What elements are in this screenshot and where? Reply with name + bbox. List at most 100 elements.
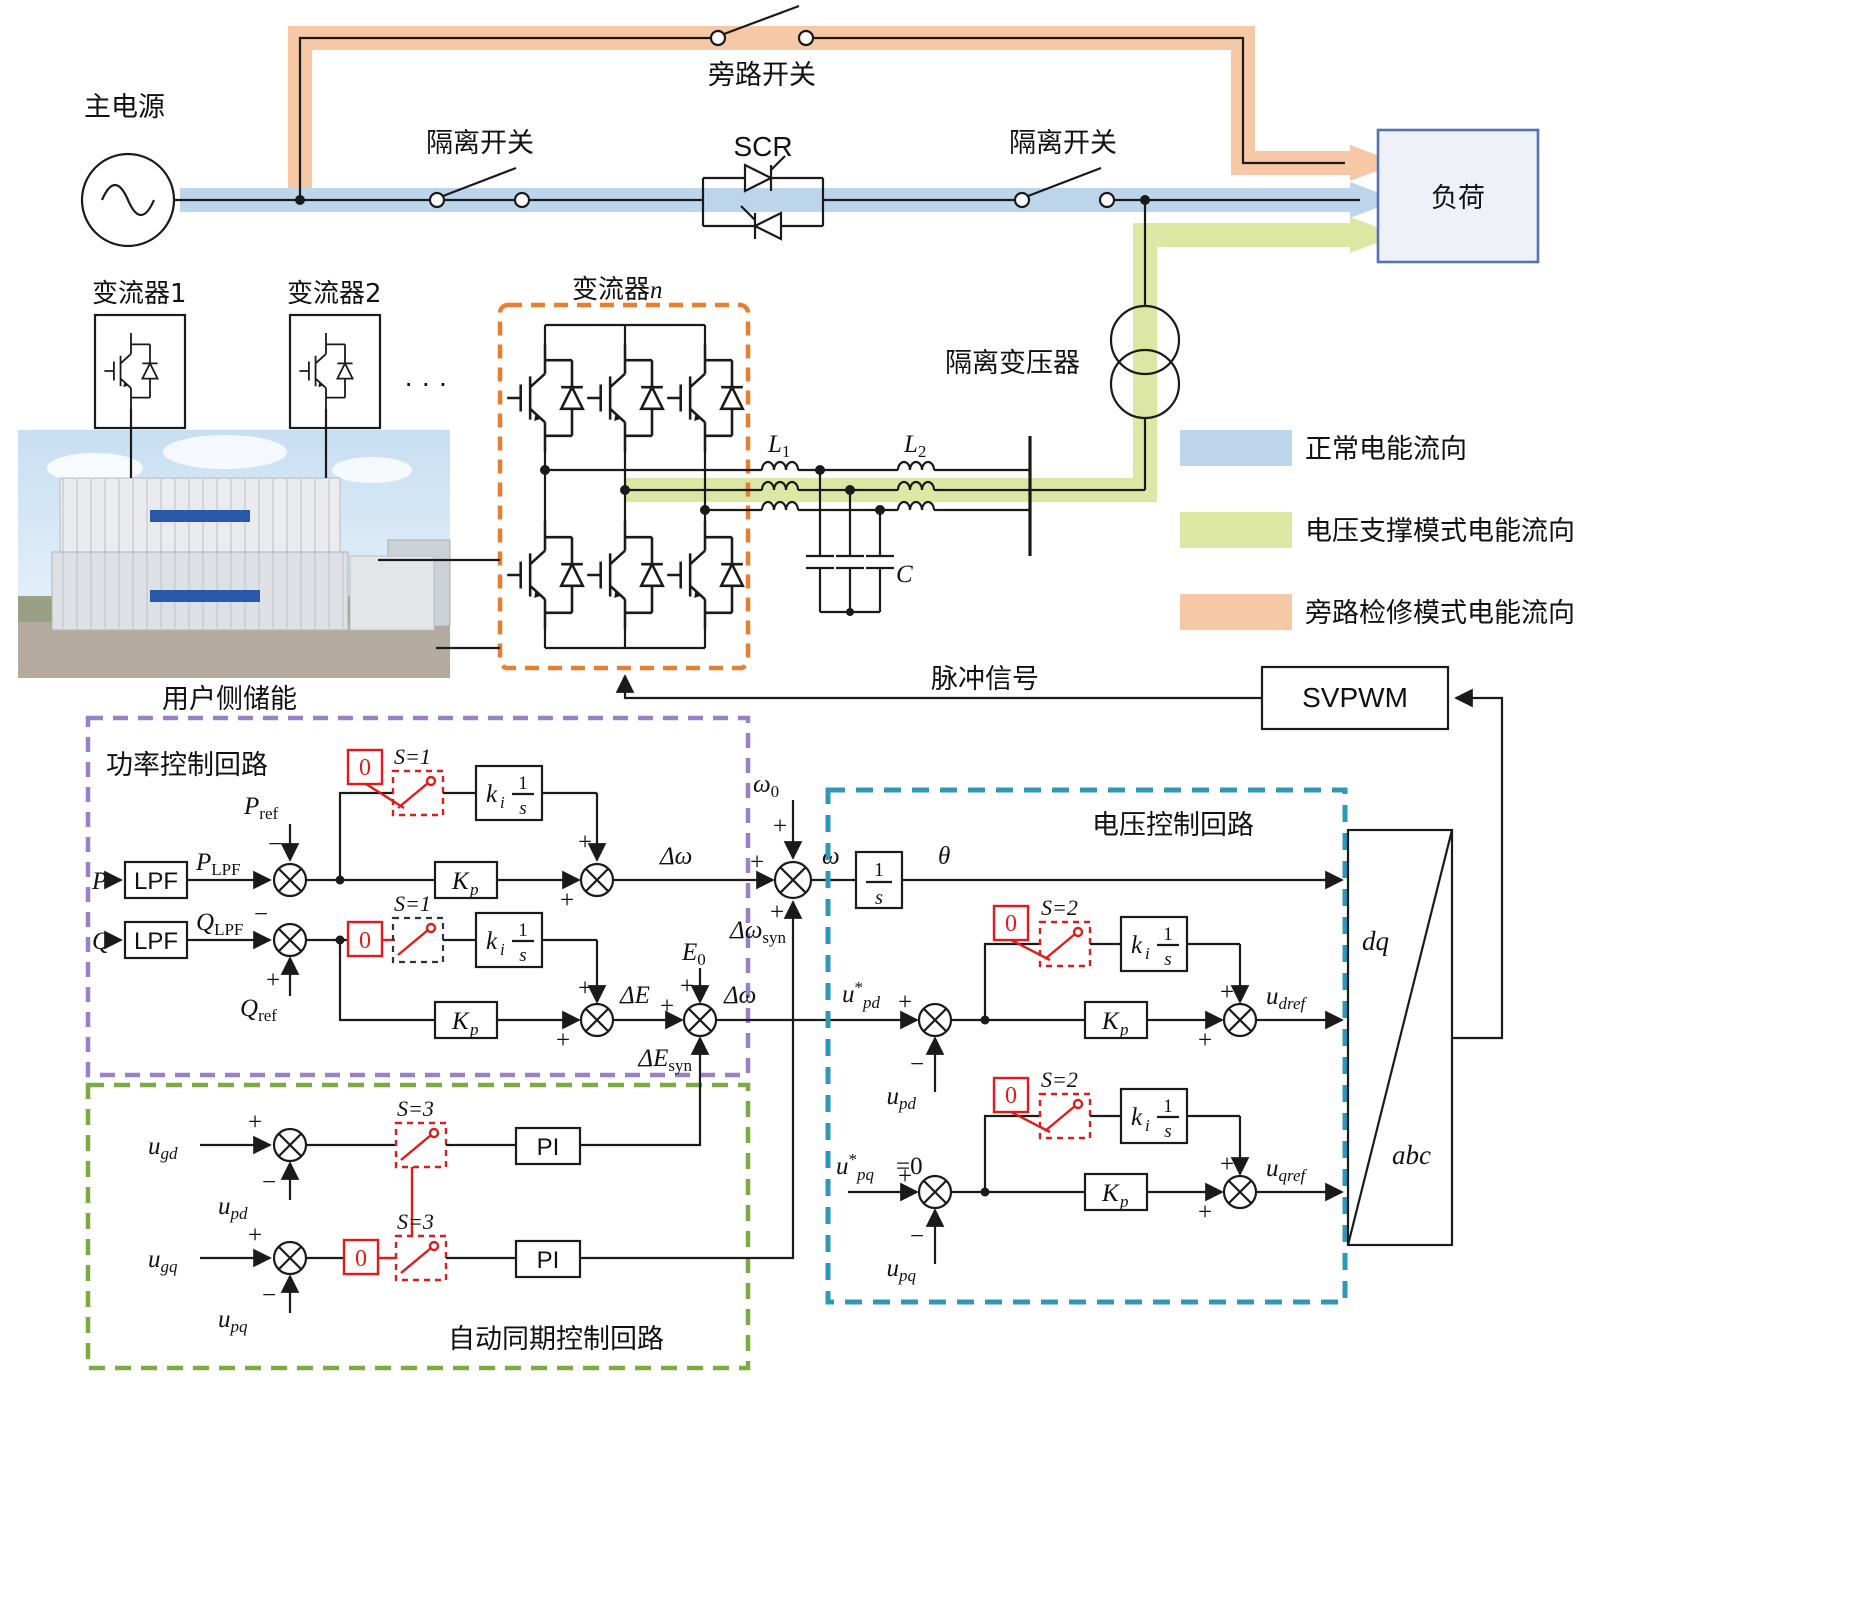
ugd-label: ugd: [148, 1133, 178, 1163]
sign: +: [578, 975, 592, 1002]
sign: +: [770, 899, 784, 926]
zero-select: 0: [359, 928, 371, 954]
svg-text:p: p: [469, 1020, 479, 1039]
svg-text:K: K: [1101, 1180, 1120, 1207]
sign: +: [660, 993, 674, 1020]
svg-text:1: 1: [518, 773, 528, 794]
svg-text:k: k: [1131, 932, 1143, 959]
omega0-label: ω0: [753, 771, 779, 801]
delta-e-syn-label: ΔEsyn: [637, 1045, 692, 1075]
converter-1-label: 变流器1: [92, 279, 187, 309]
storage-connection-lines: [378, 558, 500, 650]
delta-omega-syn-label: Δωsyn: [729, 917, 786, 947]
dq-label: dq: [1362, 926, 1389, 956]
scr-label: SCR: [733, 131, 792, 162]
flow-legend: 正常电能流向 电压支撑模式电能流向 旁路检修模式电能流向: [1180, 430, 1575, 630]
main-circuit: 负荷: [80, 4, 1540, 556]
converter-2: [288, 313, 382, 478]
upq-meas-label: upq: [887, 1255, 917, 1285]
zero-select: 0: [355, 1246, 367, 1272]
delta-e-label: ΔE: [619, 982, 650, 1009]
isolation-switch-2-label: 隔离开关: [1009, 128, 1117, 159]
svg-text:k: k: [1131, 1104, 1143, 1131]
sign: +: [248, 1109, 262, 1136]
sign: +: [1220, 979, 1234, 1006]
sign: −: [262, 1282, 276, 1309]
upd-label: upd: [218, 1193, 248, 1223]
converter-ellipsis: · · ·: [404, 367, 448, 398]
svpwm-feedback-line: [1452, 688, 1504, 1040]
theta-label: θ: [938, 843, 950, 870]
sign: −: [910, 1223, 924, 1250]
pi-block-d: PI: [537, 1134, 560, 1161]
upq-ref-label: u*pq: [836, 1150, 875, 1184]
igbt-icon: [665, 519, 745, 631]
upq-label: upq: [218, 1306, 248, 1336]
one-over-s-block: 1 s: [854, 850, 904, 910]
lc-filter: C L1 L2: [540, 431, 1030, 616]
l2-label: L2: [903, 431, 926, 461]
isolation-switch-1: [428, 166, 531, 209]
svg-text:1: 1: [1163, 1096, 1173, 1117]
isolation-transformer-symbol: [1030, 200, 1181, 492]
svg-text:K: K: [451, 1008, 470, 1035]
isolation-switch-1-label: 隔离开关: [426, 128, 534, 159]
storage-photo: [18, 430, 451, 678]
frequency-integrator: ω0 + + Δωsyn ω 1 s θ: [729, 771, 1344, 947]
delta-omega-label: Δω: [659, 843, 692, 870]
sign: +: [1198, 1199, 1212, 1226]
cloud: [332, 457, 412, 483]
svg-text:k: k: [486, 928, 498, 955]
sign: +: [898, 989, 912, 1016]
sign: −: [268, 831, 282, 858]
legend-label-bypass: 旁路检修模式电能流向: [1305, 598, 1575, 629]
sum-junction: [917, 1174, 953, 1210]
svg-text:1: 1: [1163, 924, 1173, 945]
power-loop-title: 功率控制回路: [106, 750, 268, 781]
q-ref-label: Qref: [240, 995, 277, 1025]
legend-swatch-bypass: [1180, 594, 1292, 630]
legend-label-support: 电压支撑模式电能流向: [1305, 516, 1575, 547]
svg-text:s: s: [1164, 949, 1171, 970]
udref-label: udref: [1266, 983, 1308, 1013]
sign: +: [560, 887, 574, 914]
sign: +: [266, 967, 280, 994]
zero-select: 0: [1005, 911, 1017, 937]
sign: +: [1198, 1027, 1212, 1054]
p-ref-label: Pref: [243, 793, 278, 823]
svg-text:p: p: [469, 880, 479, 899]
scr-symbol: [701, 155, 825, 241]
pi-d-output-line: [580, 1036, 710, 1147]
sum-junction: [773, 860, 813, 900]
bypass-flow-band: [288, 26, 1350, 206]
svg-text:K: K: [1101, 1008, 1120, 1035]
converter-n-label: 变流器n: [572, 275, 663, 305]
sum-junction: [1222, 1002, 1258, 1038]
sum-junction: [579, 862, 615, 898]
p-lpf-label: PLPF: [195, 849, 241, 879]
switch-s1-q: [391, 916, 445, 964]
zero-select: 0: [1005, 1083, 1017, 1109]
sum-junction: [579, 1002, 615, 1038]
ground: [18, 622, 450, 678]
pulse-signal-line: [615, 674, 1262, 700]
sum-junction: [272, 922, 308, 958]
isolation-switch-2: [1013, 166, 1116, 209]
main-source-label: 主电源: [84, 92, 165, 123]
normal-flow-arrowhead: [1350, 182, 1398, 218]
container-stripe: [150, 590, 260, 602]
svg-text:i: i: [1145, 944, 1150, 963]
svg-text:s: s: [519, 945, 526, 966]
abc-label: abc: [1392, 1140, 1431, 1170]
igbt-icon: [585, 342, 665, 454]
lpf-block-q: LPF: [134, 928, 178, 955]
upd-meas-label: upd: [887, 1083, 917, 1113]
legend-label-normal: 正常电能流向: [1305, 434, 1467, 465]
